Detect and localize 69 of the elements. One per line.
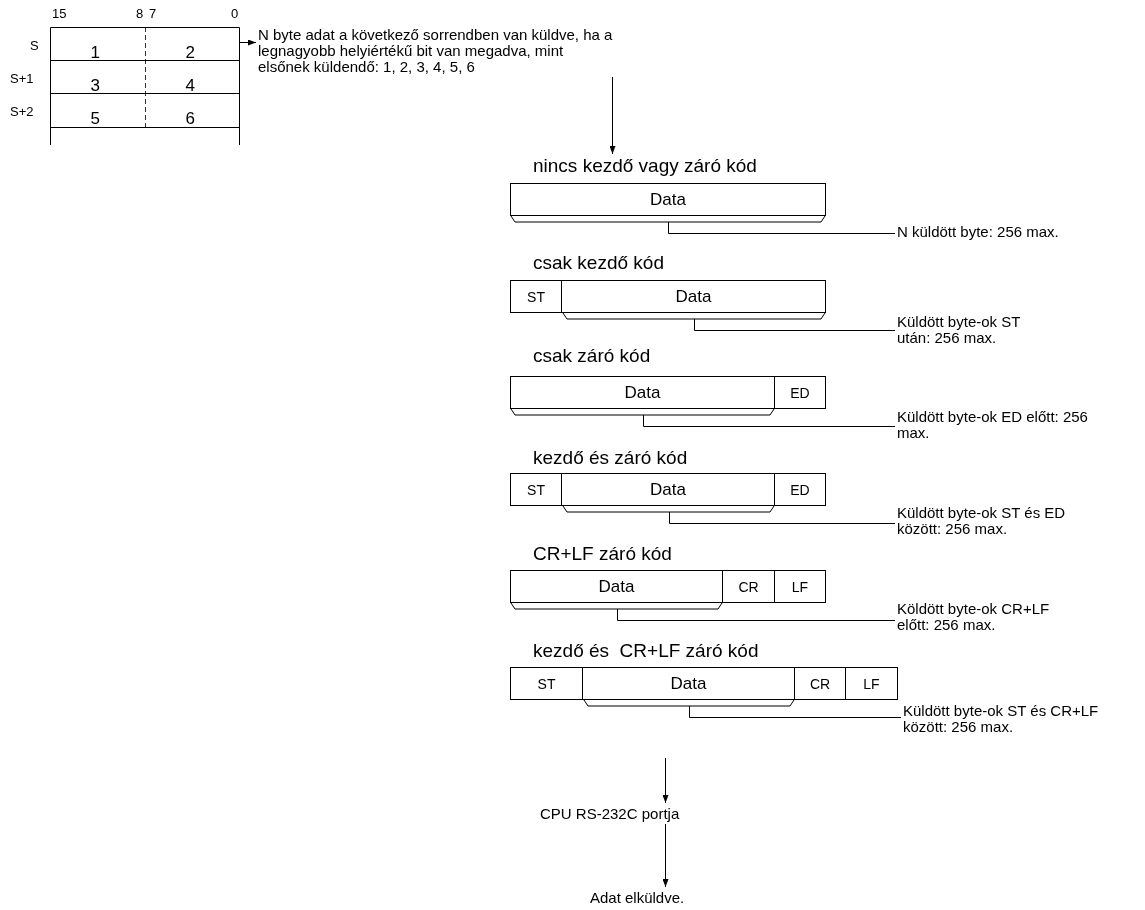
byte-value: 4 [185,76,195,96]
frame-field-text: Data [670,673,707,694]
word-address: S [30,38,39,53]
note-text: Küldött byte-ok ST és ED között: 256 max. [897,505,1067,537]
frame-field [510,473,562,506]
frame-field-text: ST [537,675,556,692]
frame-field [561,473,775,506]
frame-field [774,570,826,603]
frame-field-text: LF [791,578,809,595]
leader-line [694,318,896,331]
frame-field-text: Data [650,189,686,210]
note-text: Küldött byte-ok ST után: 256 max. [897,314,1037,346]
frame-field-text: ST [527,288,545,305]
frame-field-text: LF [863,675,880,692]
byte-value: 1 [90,43,100,63]
note-text: N küldött byte: 256 max. [897,224,1059,240]
frame-field-text: Data [624,382,661,403]
frame-field-text: Data [650,479,686,500]
frame-field [561,280,826,313]
bit-number: 0 [231,6,239,21]
frame-field [794,667,846,700]
byte-value: 3 [90,76,100,96]
frame-field [510,183,826,216]
frame-field-text: CR [809,675,831,692]
frame-heading: CR+LF záró kód [533,543,672,565]
frame-field [774,473,826,506]
frame-field [774,376,826,409]
byte-value: 2 [185,43,195,63]
leader-line [669,511,896,524]
flow-step-text: CPU RS-232C portja [540,806,680,822]
leader-line [689,705,902,718]
word-address: S+2 [10,104,34,119]
flow-step-text: Adat elküldve. [590,890,685,906]
note-text: Küldött byte-ok ST és CR+LF között: 256 max. [903,703,1128,735]
arrow [609,76,616,155]
frame-heading: kezdő és CR+LF záró kód [533,640,759,662]
leader-line [668,221,896,234]
frame-heading: csak kezdő kód [533,252,664,274]
frame-field [722,570,775,603]
frame-field [845,667,898,700]
frame-field [510,570,723,603]
frame-field [510,667,583,700]
frame-field-text: Data [598,576,635,597]
frame-field-text: ED [790,384,810,401]
description-text: N byte adat a következő sorrendben van küldve, ha a legnagyobb helyiértékű bit van megadva, mint elsőnek küldendő: 1, 2, 3, 4, 5, 6 [258,27,616,75]
bit-number: 15 [52,6,67,21]
bit-number: 8 [136,6,144,21]
frame-field-text: ED [790,481,810,498]
byte-value: 6 [185,109,195,129]
memory-table [50,27,240,145]
word-address: S+1 [10,71,34,86]
frame-field-text: ST [527,481,545,498]
frame-heading: csak záró kód [533,345,651,367]
frame-field-text: CR [738,578,759,595]
note-text: Küldött byte-ok ED előtt: 256 max. [897,409,1097,441]
arrow [239,39,257,46]
bit-number: 7 [149,6,157,21]
frame-field [582,667,795,700]
arrow [662,823,669,888]
frame-heading: nincs kezdő vagy záró kód [533,155,757,177]
note-text: Köldött byte-ok CR+LF előtt: 256 max. [897,601,1077,633]
leader-line [617,608,896,621]
frame-field-text: Data [675,286,712,307]
frame-field [510,280,562,313]
arrow [662,757,669,804]
leader-line [643,414,896,427]
frame-heading: kezdő és záró kód [533,447,688,469]
byte-value: 5 [90,109,100,129]
frame-field [510,376,775,409]
